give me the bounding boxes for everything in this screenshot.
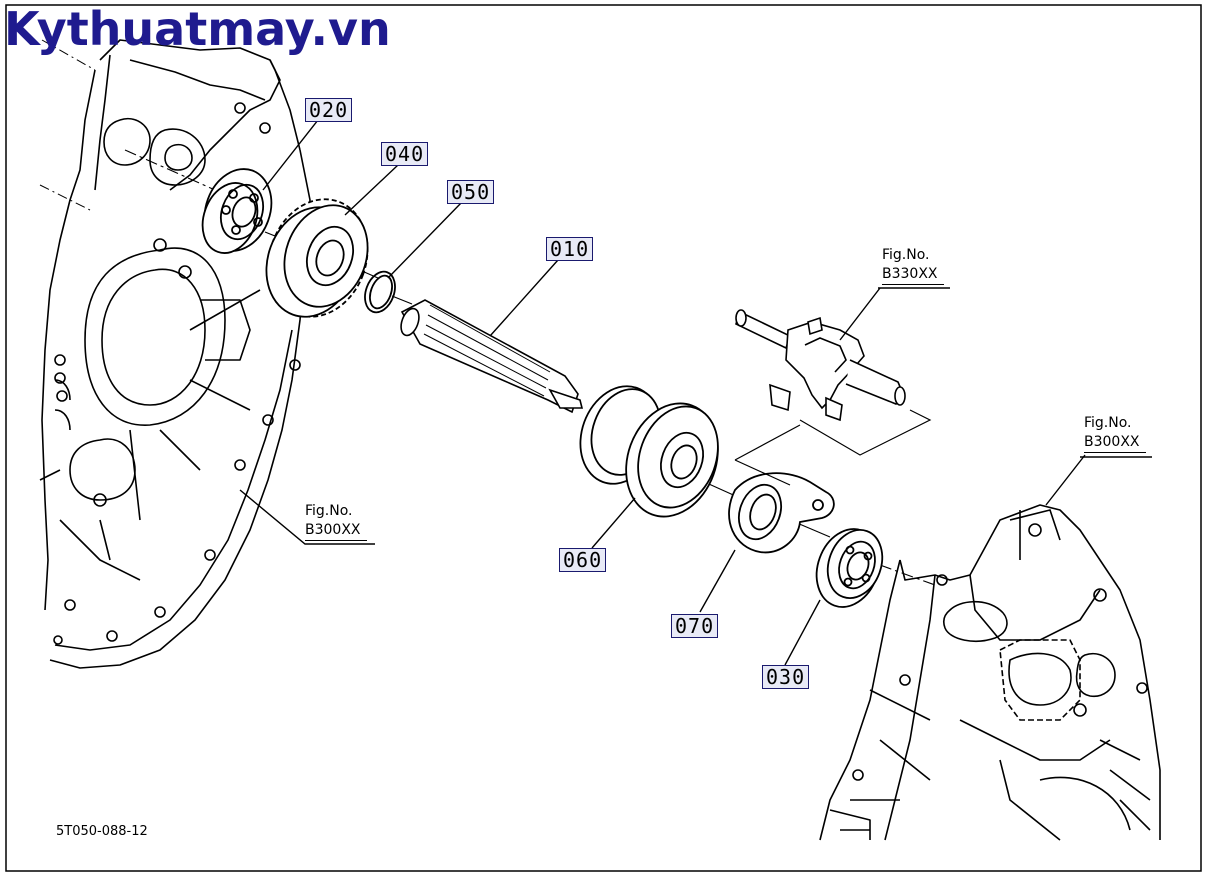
left-dashed-lines xyxy=(39,39,96,211)
fig-ref-prefix: Fig.No. xyxy=(305,503,353,519)
right-housing xyxy=(819,504,1161,841)
shift-fork-assembly xyxy=(735,309,906,422)
fig-ref-prefix: Fig.No. xyxy=(882,247,930,263)
bearing-030 xyxy=(815,528,884,608)
drawing-border xyxy=(5,4,1202,872)
site-watermark: Kythuatmay.vn xyxy=(4,2,391,56)
part-label-060[interactable]: 060 xyxy=(559,548,607,572)
part-label-070[interactable]: 070 xyxy=(671,614,719,638)
fig-ref-code: B330XX xyxy=(882,265,944,285)
snap-ring-050 xyxy=(364,270,396,314)
drawing-code: 5T050-088-12 xyxy=(56,824,148,839)
fig-ref-code: B300XX xyxy=(1084,433,1146,453)
bearing-020 xyxy=(201,168,273,254)
shift-fork-bracket-lines xyxy=(734,409,932,486)
fig-ref-prefix: Fig.No. xyxy=(1084,415,1132,431)
part-label-050[interactable]: 050 xyxy=(447,180,495,204)
part-label-010[interactable]: 010 xyxy=(546,237,594,261)
gear-040 xyxy=(265,198,369,318)
fig-ref-upper-right[interactable]: Fig.No. B330XX xyxy=(882,246,944,285)
plate-070 xyxy=(728,472,835,554)
part-label-020[interactable]: 020 xyxy=(305,98,353,122)
double-gear-060 xyxy=(579,385,719,518)
fig-ref-left[interactable]: Fig.No. B300XX xyxy=(305,502,367,541)
left-housing xyxy=(39,39,311,669)
part-label-030[interactable]: 030 xyxy=(762,665,810,689)
fig-ref-right[interactable]: Fig.No. B300XX xyxy=(1084,414,1146,453)
fig-ref-code: B300XX xyxy=(305,521,367,541)
splined-shaft-010 xyxy=(400,299,584,414)
leader-lines xyxy=(239,119,1152,666)
part-label-040[interactable]: 040 xyxy=(381,142,429,166)
